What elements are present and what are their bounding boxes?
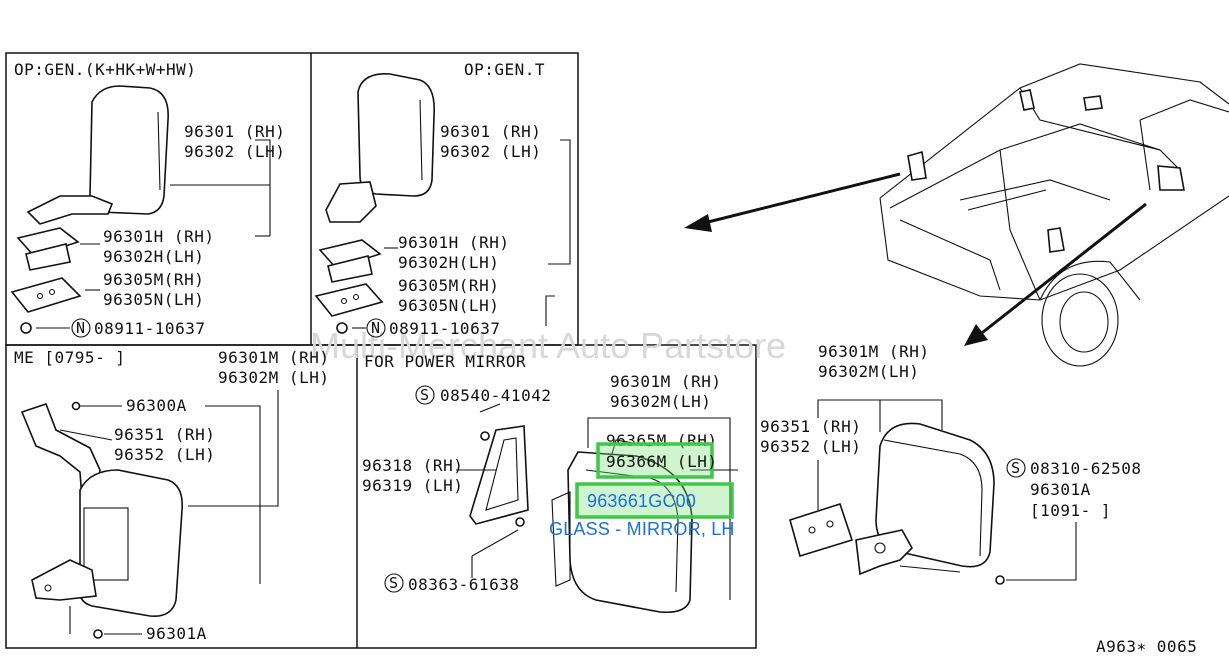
part-label-96366m[interactable]: 96366M (LH) bbox=[606, 452, 717, 471]
panel-title: OP:GEN.T bbox=[464, 60, 545, 79]
part-label: 96302M (LH) bbox=[218, 368, 329, 387]
mirror-stay-drawing bbox=[31, 559, 97, 601]
s-symbol-circle bbox=[415, 385, 435, 405]
panel-title: ME [0795- ] bbox=[14, 348, 125, 367]
power-mirror-drawing bbox=[567, 451, 693, 614]
part-label: 96302M(LH) bbox=[818, 362, 919, 381]
part-label: 96301 (RH) bbox=[184, 122, 285, 141]
part-label: 96302H(LH) bbox=[398, 253, 499, 272]
nut-drawing bbox=[20, 322, 32, 334]
part-label: 96302 (LH) bbox=[184, 142, 285, 161]
gasket-drawing bbox=[16, 227, 80, 257]
mirror-stay-drawing bbox=[26, 195, 114, 225]
mirror-stay-drawing bbox=[855, 529, 913, 576]
mirror-stay-drawing bbox=[325, 181, 377, 223]
vehicle-view bbox=[684, 63, 1229, 367]
n-symbol-circle bbox=[71, 318, 91, 338]
part-description-highlight: GLASS - MIRROR, LH bbox=[549, 519, 735, 539]
highlight-box-glass-mirror-lh[interactable] bbox=[575, 482, 734, 519]
part-label: 96318 (RH) bbox=[362, 456, 463, 475]
highlight-box-96366m[interactable] bbox=[596, 442, 714, 479]
part-number-highlight[interactable]: 963661GC00 bbox=[587, 491, 696, 511]
part-label: 96305N(LH) bbox=[398, 296, 499, 315]
part-label: 96305N(LH) bbox=[103, 290, 204, 309]
panel-bottom-left: ME [0795- ] 96301M (RH) 96302M (LH) 9630… bbox=[14, 348, 329, 643]
n-symbol-circle bbox=[366, 318, 386, 338]
s-symbol-circle bbox=[1006, 458, 1026, 478]
part-label: 08540-41042 bbox=[440, 386, 551, 405]
part-label: 96301H (RH) bbox=[398, 233, 509, 252]
mirror-head-drawing bbox=[89, 85, 169, 215]
panel-title: FOR POWER MIRROR bbox=[364, 352, 526, 371]
vehicle-drawing bbox=[879, 63, 1229, 199]
part-label: 96301A bbox=[146, 624, 207, 643]
n-symbol: N bbox=[76, 319, 86, 337]
part-label: 96302H(LH) bbox=[103, 247, 204, 266]
part-label: 96302 (LH) bbox=[440, 142, 541, 161]
part-label: 96300A bbox=[126, 396, 187, 415]
panel-frames bbox=[5, 52, 757, 649]
s-symbol: S bbox=[420, 386, 430, 404]
s-symbol-circle bbox=[384, 573, 404, 593]
gasket-drawing bbox=[789, 502, 854, 558]
part-label: 96301M (RH) bbox=[610, 372, 721, 391]
part-label: 96301M (RH) bbox=[818, 342, 929, 361]
part-label: 96319 (LH) bbox=[362, 476, 463, 495]
panel-title: OP:GEN.(K+HK+W+HW) bbox=[14, 60, 196, 79]
part-label: 96305M(RH) bbox=[103, 270, 204, 289]
s-symbol: S bbox=[389, 574, 399, 592]
panel-bottom-mid: FOR POWER MIRROR S 08540-41042 96301M (R… bbox=[362, 352, 738, 614]
part-label: 96302M(LH) bbox=[610, 392, 711, 411]
part-label: 96305M(RH) bbox=[398, 276, 499, 295]
part-label: 96351 (RH) bbox=[760, 417, 861, 436]
part-label: 96351 (RH) bbox=[114, 425, 215, 444]
part-label: 96352 (LH) bbox=[760, 437, 861, 456]
part-label: 96301H (RH) bbox=[103, 227, 214, 246]
part-label: 08911-10637 bbox=[389, 319, 500, 338]
part-label: 96301A bbox=[1030, 480, 1091, 499]
panel-right-detail: 96301M (RH) 96302M(LH) 96351 (RH) 96352 … bbox=[760, 342, 1141, 585]
nut-drawing bbox=[336, 322, 348, 334]
mirror-cover-drawing bbox=[469, 425, 529, 525]
part-label: 08363-61638 bbox=[408, 575, 519, 594]
part-label: 96352 (LH) bbox=[114, 445, 215, 464]
panel-top-left: OP:GEN.(K+HK+W+HW) 96301 (RH) 96302 (LH)… bbox=[10, 60, 285, 338]
part-label: [1091- ] bbox=[1030, 501, 1111, 520]
figure-code: A963∗ 0065 bbox=[1096, 637, 1197, 656]
panel-top-mid: OP:GEN.T 96301 (RH) 96302 (LH) 96301H (R… bbox=[314, 60, 571, 338]
s-symbol: S bbox=[1011, 459, 1021, 477]
part-label: 96301M (RH) bbox=[218, 348, 329, 367]
n-symbol: N bbox=[371, 319, 381, 337]
part-label: 08310-62508 bbox=[1030, 459, 1141, 478]
mirror-head-drawing bbox=[357, 73, 436, 197]
watermark-text: Multi-Merchant Auto Partstore bbox=[310, 325, 786, 366]
part-label: 08911-10637 bbox=[94, 319, 205, 338]
part-label: 96301 (RH) bbox=[440, 122, 541, 141]
plate-drawing bbox=[10, 277, 82, 313]
